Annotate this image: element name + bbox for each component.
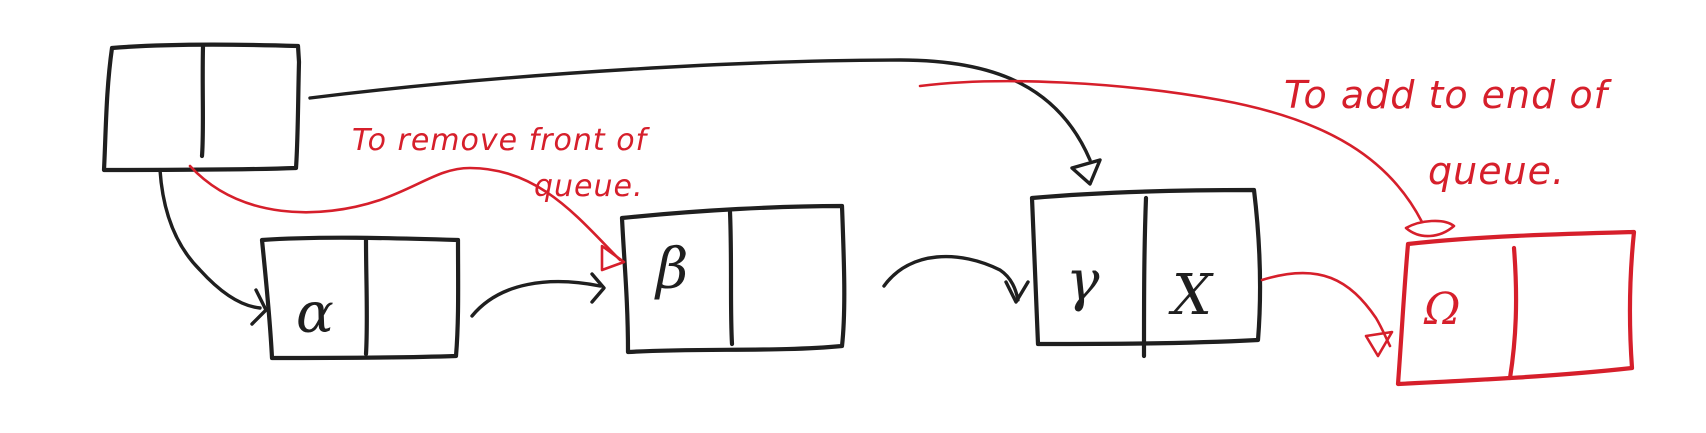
alpha-divider (363, 237, 369, 357)
front-pointer-arrowhead (250, 288, 268, 326)
node-alpha: α (259, 235, 461, 361)
remove-front-note-line1: To remove front of (352, 123, 651, 158)
gamma-divider (1141, 195, 1149, 359)
gamma-to-omega-arrowhead (1364, 330, 1394, 358)
node-omega-label: Ω (1423, 284, 1460, 335)
add-end-pointer (918, 79, 1424, 224)
header-divider (199, 43, 206, 159)
remove-front-arrowhead (600, 244, 626, 272)
omega-divider (1507, 245, 1519, 381)
node-gamma-next-label: X (1168, 263, 1214, 328)
back-pointer-arrowhead (1070, 158, 1102, 186)
alpha-next-arrowhead (590, 272, 606, 304)
alpha-next-link (470, 279, 602, 318)
node-alpha-label: α (296, 281, 334, 346)
node-gamma-label: γ (1066, 249, 1100, 314)
beta-next-link (882, 254, 1020, 302)
add-end-note-line2: queue. (1428, 149, 1565, 193)
node-beta: β (619, 203, 847, 355)
existing-links (158, 58, 1102, 326)
add-end-arrowhead (1404, 219, 1456, 238)
remove-front-pointer (188, 164, 622, 262)
back-pointer (308, 58, 1092, 162)
node-beta-label: β (654, 237, 688, 302)
remove-front-note-line2: queue. (534, 169, 644, 204)
node-omega: Ω (1395, 229, 1637, 387)
annotation-links (188, 79, 1456, 358)
queue-header-node (101, 42, 302, 173)
annotation-notes: To remove front of queue. To add to end … (352, 73, 1613, 204)
beta-next-arrowhead (1004, 280, 1030, 304)
node-gamma: γ X (1029, 187, 1263, 359)
gamma-to-omega-link (1260, 271, 1392, 348)
front-pointer (158, 168, 262, 310)
add-end-note-line1: To add to end of (1284, 73, 1613, 117)
beta-divider (727, 209, 735, 347)
